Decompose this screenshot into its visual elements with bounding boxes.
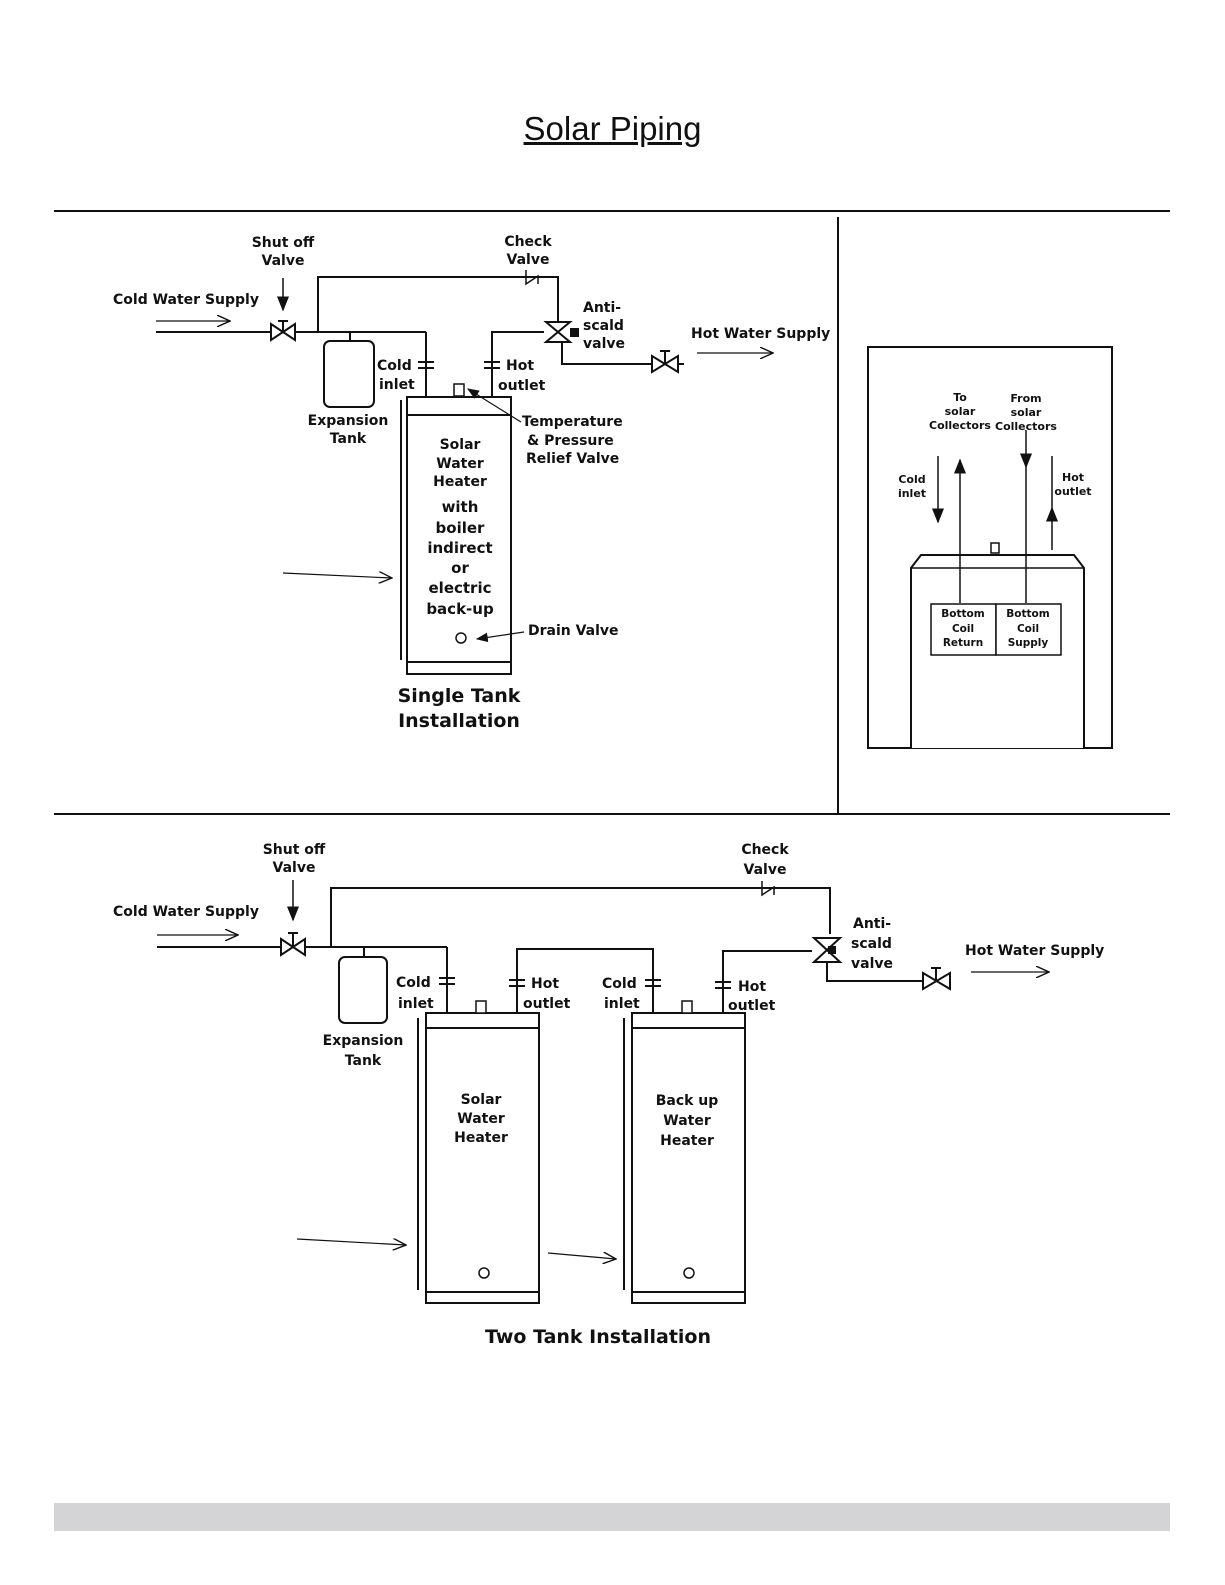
heater-label-line-5: boiler [436, 519, 485, 537]
two-shut-off-label-2: Valve [273, 860, 316, 876]
tp-relief-label-2: & Pressure [527, 433, 614, 449]
two-anti-scald-label-2: scald [851, 936, 892, 952]
solar-heater-label-1: Solar [461, 1092, 502, 1108]
inset-supply-label-1: Bottom [1006, 608, 1049, 620]
inset-to-label-1: To [953, 391, 967, 404]
two-anti-scald-label-3: valve [851, 956, 893, 972]
bottom-coil-return-box [930, 603, 997, 656]
two-expansion-tank-label-2: Tank [345, 1053, 382, 1069]
drain-valve-label: Drain Valve [528, 623, 619, 639]
check-valve-icon [525, 270, 539, 286]
solar-water-heater-tank [406, 396, 512, 675]
shut-off-valve-label-2: Valve [262, 253, 305, 269]
tank2-cold-inlet-label-2: inlet [604, 996, 640, 1012]
cold-inlet-label-1: Cold [377, 358, 412, 374]
inset-hot-label-2: outlet [1054, 485, 1091, 498]
two-expansion-tank-icon [338, 956, 388, 1024]
hot-outlet-label-2: outlet [498, 378, 546, 394]
page-title: Solar Piping [523, 110, 702, 147]
two-solar-water-heater-tank [425, 1012, 540, 1304]
expansion-tank-icon [323, 340, 375, 408]
inset-from-label-1: From [1010, 392, 1041, 405]
single-tank-caption-1: Single Tank [398, 685, 521, 707]
tank1-hot-outlet-label-1: Hot [531, 976, 559, 992]
cold-inlet-label-2: inlet [379, 377, 415, 393]
anti-scald-valve-icon [543, 321, 573, 343]
inset-from-label-3: Collectors [995, 420, 1057, 433]
two-hot-water-supply-label: Hot Water Supply [965, 943, 1104, 959]
hot-water-supply-label: Hot Water Supply [691, 326, 830, 342]
expansion-tank-label-2: Tank [330, 431, 367, 447]
solar-heater-label-3: Heater [454, 1130, 508, 1146]
backup-heater-label-3: Heater [660, 1133, 714, 1149]
backup-drain-valve-icon [683, 1267, 695, 1279]
tank1-cold-inlet-label-1: Cold [396, 975, 431, 991]
heater-label-line-9: back-up [426, 600, 494, 618]
inset-from-label-2: solar [1011, 406, 1042, 419]
two-check-valve-icon [761, 881, 775, 897]
footer-bar [54, 1503, 1170, 1531]
two-check-valve-label-2: Valve [744, 862, 787, 878]
heater-label-line-7: or [451, 559, 469, 577]
tp-relief-label-3: Relief Valve [526, 451, 619, 467]
inset-return-label-2: Coil [952, 623, 974, 635]
inset-supply-label-3: Supply [1008, 637, 1049, 649]
two-cold-water-supply-label: Cold Water Supply [113, 904, 259, 920]
anti-scald-label-3: valve [583, 336, 625, 352]
two-tank-caption: Two Tank Installation [485, 1326, 711, 1348]
two-tank-section [157, 880, 1049, 1304]
heater-label-line-8: electric [429, 579, 492, 597]
two-solar-drain-valve-icon [478, 1267, 490, 1279]
single-tank-section [156, 270, 773, 675]
hot-outlet-label-1: Hot [506, 358, 534, 374]
inset-relief-valve-icon [990, 542, 1000, 554]
tank1-hot-outlet-label-2: outlet [523, 996, 571, 1012]
tank1-cold-inlet-label-2: inlet [398, 996, 434, 1012]
tp-relief-valve-icon [453, 383, 465, 397]
heater-label-line-4: with [442, 498, 479, 516]
two-expansion-tank-label-1: Expansion [323, 1033, 404, 1049]
shut-off-valve-label-1: Shut off [252, 235, 315, 251]
heater-label-line-3: Heater [433, 474, 487, 490]
coil-inset [867, 346, 1113, 749]
inset-cold-label-2: inlet [898, 487, 926, 500]
expansion-tank-label-1: Expansion [308, 413, 389, 429]
check-valve-label-2: Valve [507, 252, 550, 268]
heater-label-line-2: Water [436, 456, 484, 472]
inset-supply-label-2: Coil [1017, 623, 1039, 635]
backup-heater-label-2: Water [663, 1113, 711, 1129]
check-valve-label-1: Check [504, 234, 552, 250]
heater-label-line-6: indirect [427, 539, 492, 557]
solar-heater-label-2: Water [457, 1111, 505, 1127]
cold-water-supply-label: Cold Water Supply [113, 292, 259, 308]
inset-to-label-3: Collectors [929, 419, 991, 432]
anti-scald-label-1: Anti- [583, 300, 621, 316]
two-anti-scald-valve-icon [811, 937, 843, 963]
inset-hot-label-1: Hot [1062, 471, 1084, 484]
backup-heater-label-1: Back up [656, 1093, 719, 1109]
inset-to-label-2: solar [945, 405, 976, 418]
two-anti-scald-label-1: Anti- [853, 916, 891, 932]
bottom-coil-supply-box [995, 603, 1062, 656]
anti-scald-label-2: scald [583, 318, 624, 334]
tank2-hot-outlet-label-2: outlet [728, 998, 776, 1014]
backup-water-heater-tank [631, 1012, 746, 1304]
tp-relief-label-1: Temperature [522, 414, 623, 430]
two-shut-off-label-1: Shut off [263, 842, 326, 858]
inset-cold-label-1: Cold [898, 473, 925, 486]
two-check-valve-label-1: Check [741, 842, 789, 858]
single-tank-caption-2: Installation [398, 710, 520, 732]
inset-return-label-3: Return [943, 637, 983, 649]
heater-label-line-1: Solar [440, 437, 481, 453]
inset-return-label-1: Bottom [941, 608, 984, 620]
drain-valve-icon [455, 632, 467, 644]
tank2-hot-outlet-label-1: Hot [738, 979, 766, 995]
tank2-cold-inlet-label-1: Cold [602, 976, 637, 992]
